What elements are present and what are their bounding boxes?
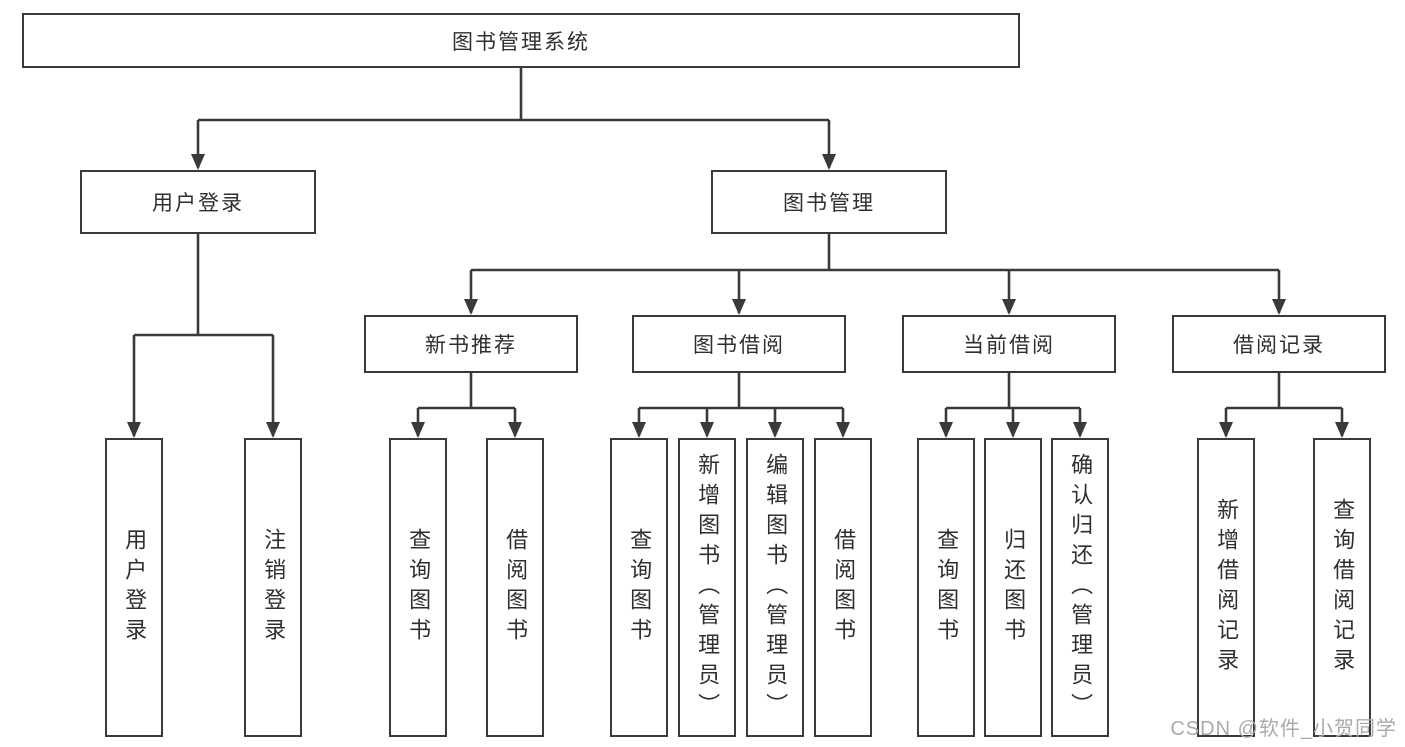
node-label: 查询借阅记录	[1330, 497, 1356, 678]
node-label: 图书借阅	[693, 334, 785, 357]
node-label: 当前借阅	[963, 334, 1055, 357]
node-label: 借阅图书	[831, 527, 857, 648]
leaf-confirm-return-admin: 确认归还（管理员）	[1051, 438, 1109, 737]
leaf-user-login: 用户登录	[105, 438, 163, 737]
leaf-borrow-books: 借阅图书	[814, 438, 872, 737]
node-current-borrow: 当前借阅	[902, 315, 1116, 373]
leaf-query-books-current: 查询图书	[917, 438, 975, 737]
node-label: 图书管理系统	[452, 30, 590, 54]
leaf-add-book-admin: 新增图书（管理员）	[678, 438, 736, 737]
node-label: 查询图书	[627, 527, 653, 648]
node-label: 新增借阅记录	[1214, 497, 1240, 678]
node-book-management: 图书管理	[711, 170, 947, 234]
leaf-logout: 注销登录	[244, 438, 302, 737]
leaf-return-books: 归还图书	[984, 438, 1042, 737]
leaf-add-borrow-record: 新增借阅记录	[1197, 438, 1255, 737]
node-label: 注销登录	[261, 527, 287, 648]
node-label: 新书推荐	[425, 334, 517, 357]
leaf-query-books-borrow: 查询图书	[610, 438, 668, 737]
leaf-query-books-recommend: 查询图书	[389, 438, 447, 737]
node-label: 借阅图书	[503, 527, 529, 648]
node-label: 用户登录	[122, 527, 148, 648]
node-label: 归还图书	[1001, 527, 1027, 648]
node-user-login: 用户登录	[80, 170, 316, 234]
node-label: 图书管理	[783, 192, 875, 215]
leaf-borrow-books-recommend: 借阅图书	[486, 438, 544, 737]
node-book-borrow: 图书借阅	[632, 315, 846, 373]
node-label: 新增图书（管理员）	[695, 452, 721, 723]
node-label: 确认归还（管理员）	[1068, 452, 1094, 723]
node-borrow-records: 借阅记录	[1172, 315, 1386, 373]
node-library-management-system: 图书管理系统	[22, 13, 1020, 68]
leaf-edit-book-admin: 编辑图书（管理员）	[746, 438, 804, 737]
csdn-watermark: CSDN @软件_小贺同学	[1170, 718, 1397, 740]
node-new-book-recommend: 新书推荐	[364, 315, 578, 373]
node-label: 编辑图书（管理员）	[763, 452, 789, 723]
node-label: 查询图书	[934, 527, 960, 648]
node-label: 查询图书	[406, 527, 432, 648]
node-label: 用户登录	[152, 192, 244, 215]
leaf-query-borrow-record: 查询借阅记录	[1313, 438, 1371, 737]
node-label: 借阅记录	[1233, 334, 1325, 357]
